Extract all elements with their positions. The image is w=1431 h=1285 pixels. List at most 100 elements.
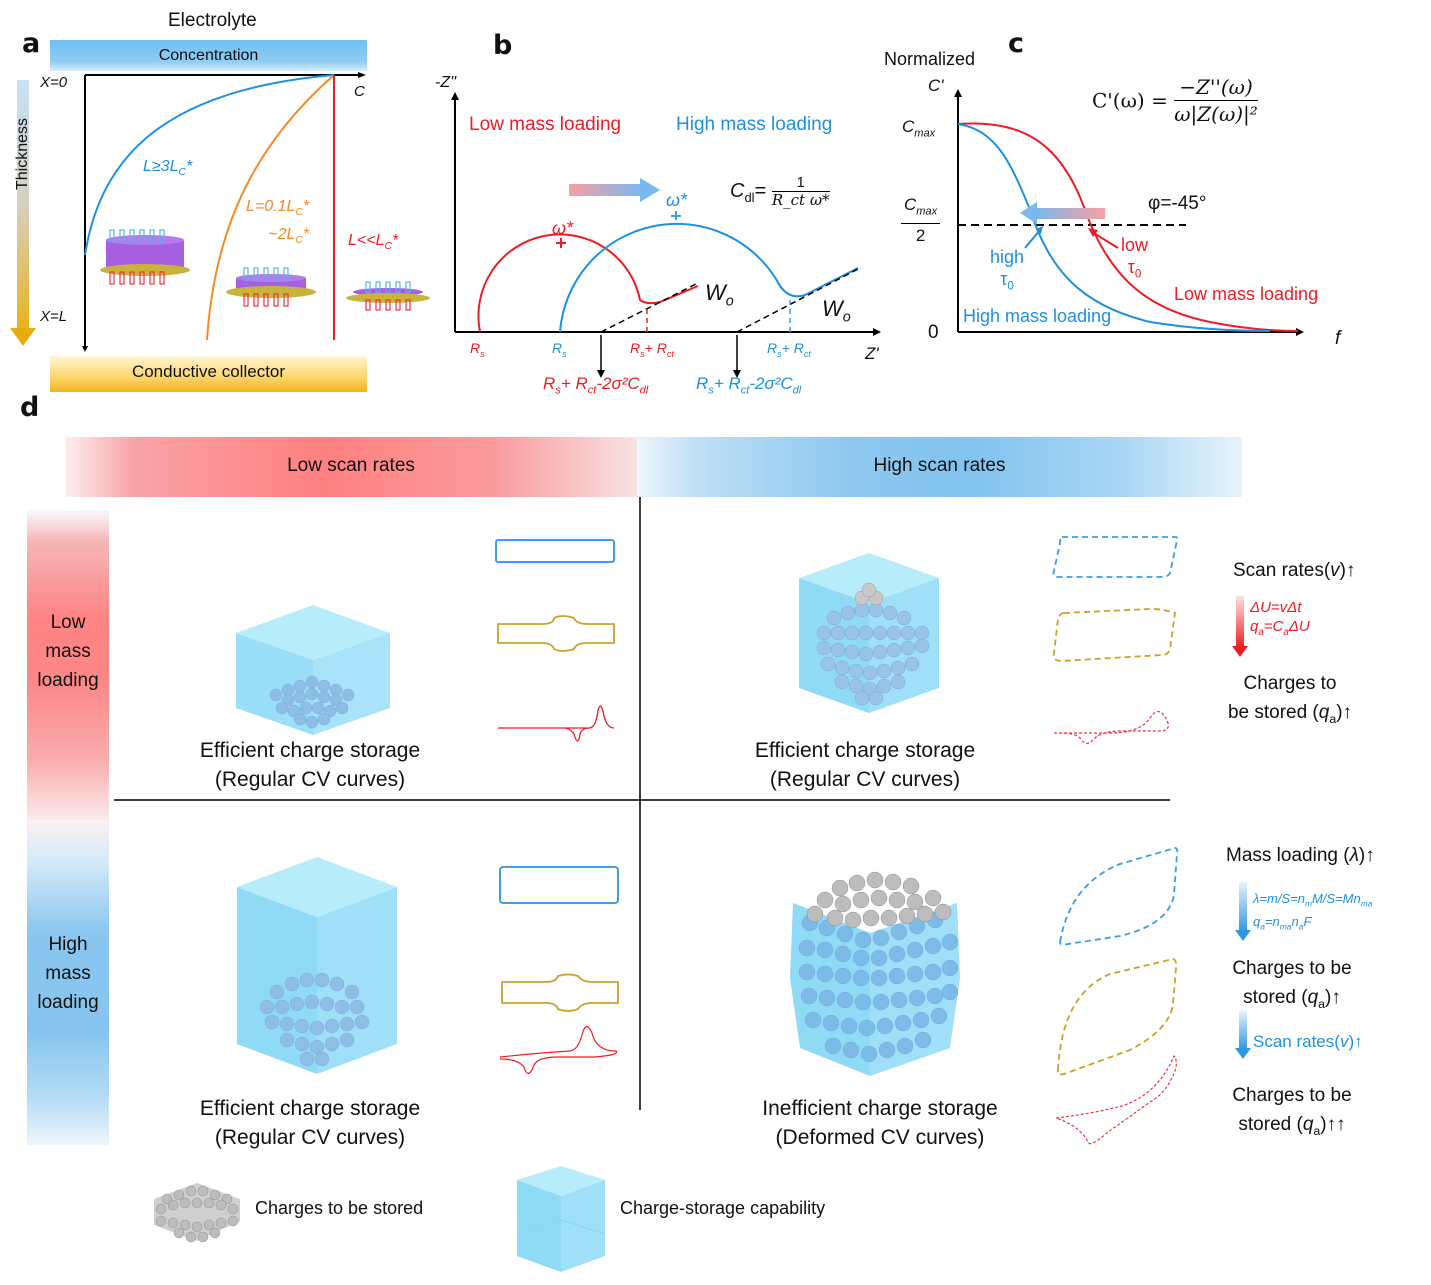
cv-dashed-blue bbox=[1052, 536, 1178, 578]
cv-deformed-gold bbox=[1056, 958, 1178, 1076]
panel-b-x-arrowhead bbox=[873, 328, 881, 336]
panel-d-label: d bbox=[20, 392, 40, 423]
high-warburg-extrapolation bbox=[736, 267, 861, 333]
cube-low-low bbox=[236, 605, 390, 735]
panel-b-plot bbox=[451, 92, 881, 378]
panel-a-y-arrowhead bbox=[82, 346, 88, 352]
electrode-thick bbox=[100, 229, 190, 285]
panel-b-x-label: Z' bbox=[865, 344, 879, 363]
side-top-arrow bbox=[1236, 596, 1244, 648]
panel-c-y-arrowhead bbox=[954, 89, 962, 97]
cv-rect-blue bbox=[495, 539, 615, 563]
high-semicircle bbox=[559, 222, 859, 333]
panel-b-y-label: -Z'' bbox=[435, 74, 457, 91]
legend-charges-icon bbox=[154, 1183, 240, 1243]
panel-c-y-title: Normalized bbox=[884, 49, 976, 69]
thickness-arrowhead bbox=[10, 328, 36, 346]
high-rs-tick: Rs bbox=[552, 340, 567, 359]
side-bottom-arrowhead-1 bbox=[1235, 930, 1251, 941]
electrode-medium bbox=[226, 267, 316, 307]
legend-capability-icon bbox=[516, 1166, 606, 1272]
c-prime-formula: C'(ω) = −Z''(ω) ω|Z(ω)|² bbox=[1092, 75, 1258, 126]
cv-peaks-red-2 bbox=[499, 1025, 618, 1075]
cube-high-low bbox=[237, 857, 397, 1074]
electrolyte-title: Electrolyte bbox=[168, 10, 257, 31]
high-tau-label: high τ0 bbox=[990, 247, 1025, 293]
col-header-low-scan: Low scan rates bbox=[65, 437, 637, 497]
panel-a-x-arrowhead bbox=[358, 72, 366, 78]
panel-c-plot bbox=[954, 89, 1304, 336]
low-tau-label: low τ0 bbox=[1121, 235, 1149, 281]
phase-label: φ=-45° bbox=[1148, 193, 1207, 214]
side-bottom-final-result: Charges to be stored (qa)↑↑ bbox=[1232, 1085, 1352, 1138]
curve-high-mass bbox=[957, 123, 1271, 332]
cmax-tick: Cmax bbox=[902, 117, 936, 140]
c-axis-label: C bbox=[354, 83, 365, 100]
caption-low-mass-high-scan: Efficient charge storage(Regular CV curv… bbox=[754, 739, 976, 791]
caption-low-mass-low-scan: Efficient charge storage(Regular CV curv… bbox=[199, 739, 421, 791]
concentration-bar: Concentration bbox=[50, 40, 367, 71]
legend-charges-label: Charges to be stored bbox=[255, 1198, 424, 1218]
curve-low-mass bbox=[957, 122, 1299, 332]
concentration-bar-label: Concentration bbox=[158, 47, 259, 64]
low-rs-tick: Rs bbox=[470, 340, 485, 359]
low-semicircle bbox=[477, 233, 699, 333]
side-bottom-arrow-1 bbox=[1239, 882, 1247, 932]
col-header-high-scan: High scan rates bbox=[637, 437, 1242, 497]
electrode-thin bbox=[346, 281, 430, 311]
cdl-formula: Cdl= 1 R_ct ω* bbox=[730, 174, 830, 209]
panel-c-label: c bbox=[1008, 28, 1025, 59]
low-rs-rct-tick: Rs+ Rct bbox=[630, 340, 674, 359]
x-l-label: X=L bbox=[40, 308, 68, 325]
low-tau-pointer bbox=[1091, 231, 1119, 249]
high-warburg-label: Wo bbox=[822, 296, 851, 326]
cv-deformed-blue bbox=[1059, 847, 1179, 946]
caption-high-mass-low-scan: Efficient charge storage(Regular CV curv… bbox=[199, 1097, 421, 1149]
low-to-high-arrow bbox=[569, 178, 660, 202]
legend-high-mass: High mass loading bbox=[676, 114, 833, 135]
cv-curves-low-high bbox=[1052, 536, 1178, 744]
high-intercept-label: Rs+ Rct-2σ²Cdl bbox=[696, 374, 802, 397]
x-zero-label: X=0 bbox=[40, 74, 68, 91]
low-intercept-label: Rs+ Rct-2σ²Cdl bbox=[543, 374, 649, 397]
cv-curves-high-low bbox=[499, 866, 619, 1075]
cube-low-high bbox=[799, 553, 939, 713]
curve-orange bbox=[206, 74, 335, 341]
low-warburg-extrapolation bbox=[600, 282, 699, 333]
cv-rect-gold-2 bbox=[501, 973, 619, 1012]
panel-b-label: b bbox=[493, 30, 513, 61]
cv-peaks-red bbox=[498, 705, 615, 742]
thickness-arrow bbox=[17, 80, 29, 330]
high-rs-rct-tick: Rs+ Rct bbox=[767, 340, 811, 359]
cv-deformed-red bbox=[1055, 1055, 1177, 1145]
side-bottom-arrowhead-2 bbox=[1235, 1048, 1251, 1059]
side-top-result: Charges to be stored (qa)↑ bbox=[1227, 673, 1353, 726]
zero-tick: 0 bbox=[928, 322, 939, 343]
legend-low-mass: Low mass loading bbox=[469, 114, 622, 135]
cv-dashed-gold bbox=[1052, 608, 1176, 662]
col-header-high-scan-label: High scan rates bbox=[873, 455, 1006, 476]
col-header-low-scan-label: Low scan rates bbox=[287, 455, 415, 476]
panel-c-x-label: f bbox=[1335, 328, 1341, 349]
low-omega-label: ω* bbox=[552, 218, 574, 238]
caption-high-mass-high-scan: Inefficient charge storage(Deformed CV c… bbox=[762, 1097, 998, 1149]
low-mass-curve-label: Low mass loading bbox=[1174, 284, 1319, 304]
panel-c-y-label: C' bbox=[928, 76, 944, 95]
collector-bar: Conductive collector bbox=[50, 356, 367, 392]
curve-blue bbox=[84, 74, 335, 256]
side-bottom-scan-rates: Scan rates(v)↑ bbox=[1253, 1032, 1363, 1051]
high-omega-label: ω* bbox=[666, 190, 688, 210]
side-bottom-heading: Mass loading (λ)↑ bbox=[1226, 845, 1375, 866]
panel-a-plot bbox=[82, 72, 430, 352]
cv-curves-high-high bbox=[1055, 847, 1179, 1145]
side-top-heading: Scan rates(v)↑ bbox=[1233, 560, 1356, 581]
cmax-half-tick: Cmax 2 bbox=[901, 193, 941, 248]
side-top-equations: ΔU=vΔt qa=CaΔU bbox=[1250, 599, 1310, 638]
panel-b-y-arrowhead bbox=[451, 92, 459, 100]
curve-red-label: L<<LC* bbox=[348, 232, 399, 253]
